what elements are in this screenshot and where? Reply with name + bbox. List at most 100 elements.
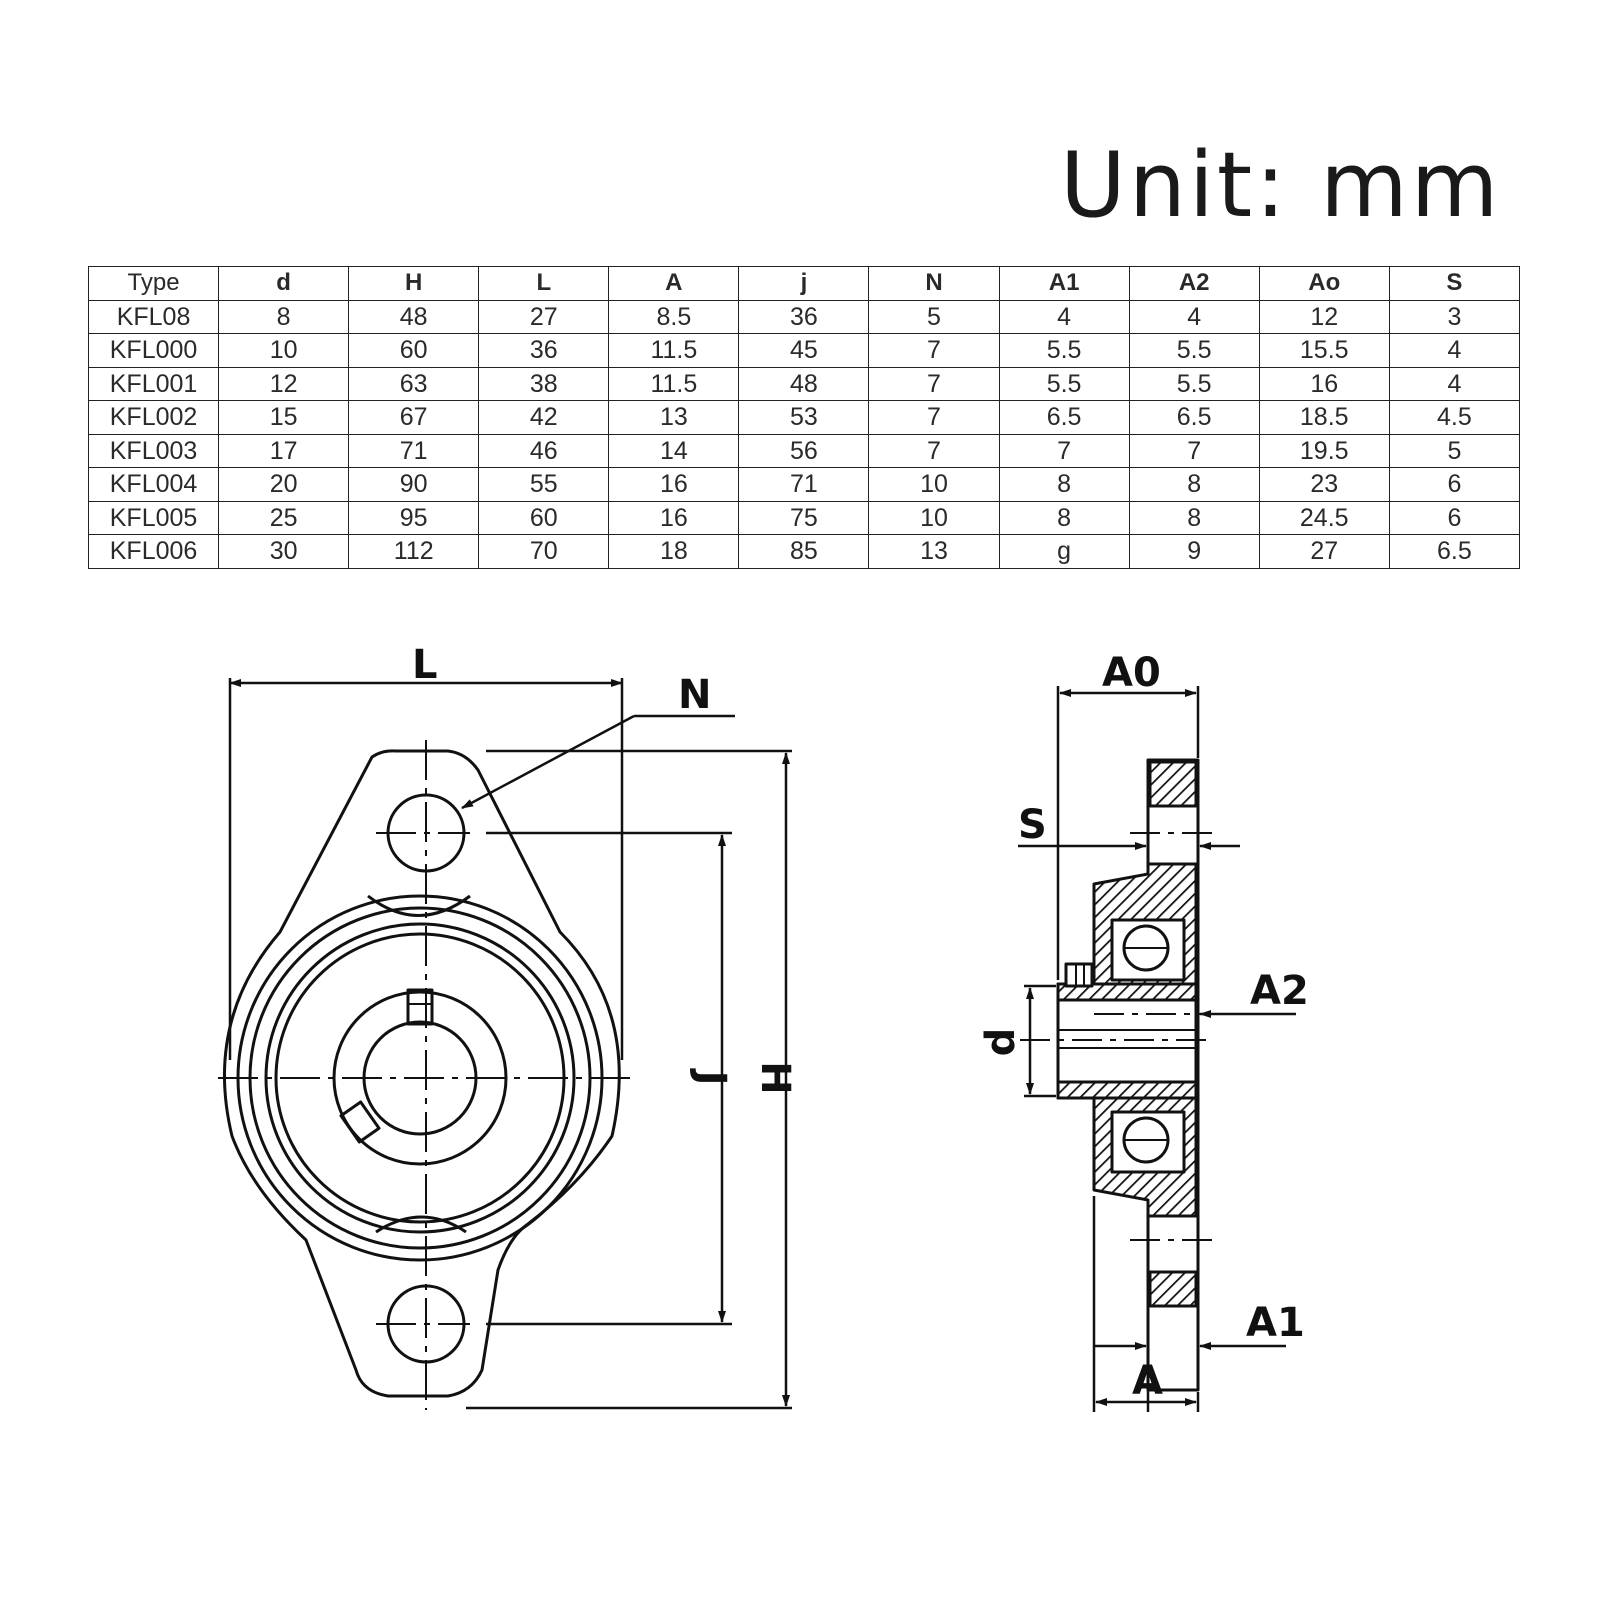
side-dimensions [1018,686,1296,1412]
label-a0: A0 [1102,650,1161,696]
table-cell: 112 [348,534,480,569]
table-cell: 4 [1128,299,1260,334]
cell-type: KFL003 [87,433,220,468]
front-dimensions [228,678,792,1410]
table-row: KFL002 15 67 42 13 53 7 6.5 6.5 18.5 4.5 [87,400,1521,435]
table-cell: 6.5 [998,400,1130,435]
table-cell: 36 [738,299,870,334]
table-cell: 11.5 [608,333,740,368]
side-set-screw [1064,962,1094,988]
table-cell: 8 [218,299,350,334]
table-cell: 9 [1128,534,1260,569]
side-view [1056,758,1200,1392]
set-screw-top [406,988,434,1026]
cell-type: KFL006 [87,534,220,569]
column-header-a2: A2 [1128,266,1260,301]
label-a2: A2 [1250,968,1309,1014]
table-cell: 30 [218,534,350,569]
table-cell: 7 [868,433,1000,468]
column-header-h: H [348,266,480,301]
table-cell: 71 [348,433,480,468]
table-cell: 8.5 [608,299,740,334]
table-cell: 11.5 [608,366,740,401]
column-header-type: Type [87,266,220,301]
dimension-table: Type d H L A j N A1 A2 Ao S KFL08 8 48 2… [87,266,1521,569]
table-cell: 13 [868,534,1000,569]
cell-type: KFL08 [87,299,220,334]
table-cell: 8 [998,467,1130,502]
table-cell: 45 [738,333,870,368]
front-view [223,749,621,1398]
table-cell: 18 [608,534,740,569]
table-cell: 16 [608,467,740,502]
table-cell: 27 [478,299,610,334]
table-row: KFL08 8 48 27 8.5 36 5 4 4 12 3 [87,299,1521,334]
table-cell: 12 [218,366,350,401]
table-cell: 27 [1258,534,1390,569]
unit-title: Unit: mm [1060,133,1502,238]
table-cell: 63 [348,366,480,401]
table-cell: 5.5 [1128,366,1260,401]
table-cell: 53 [738,400,870,435]
table-cell: 95 [348,500,480,535]
table-cell: 5.5 [998,366,1130,401]
label-n: N [678,672,711,718]
label-j: J [688,1068,734,1086]
table-cell: 6.5 [1388,534,1521,569]
table-cell: 16 [608,500,740,535]
table-cell: 12 [1258,299,1390,334]
table-cell: 7 [998,433,1130,468]
table-cell: 85 [738,534,870,569]
table-cell: 16 [1258,366,1390,401]
table-cell: 36 [478,333,610,368]
label-s: S [1018,802,1047,848]
label-a1: A1 [1246,1300,1305,1346]
table-cell: 15 [218,400,350,435]
table-cell: 60 [478,500,610,535]
label-l: L [412,642,438,688]
table-cell: 48 [348,299,480,334]
table-row: KFL006 30 112 70 18 85 13 g 9 27 6.5 [87,534,1521,569]
flange-hatch-top [1148,760,1198,808]
cell-type: KFL002 [87,400,220,435]
cell-type: KFL004 [87,467,220,502]
neck-notch-top [367,894,471,917]
table-cell: 5 [868,299,1000,334]
table-cell: 19.5 [1258,433,1390,468]
column-header-j: j [738,266,870,301]
set-screw-side [339,1100,381,1144]
table-cell: 48 [738,366,870,401]
column-header-s: S [1388,266,1521,301]
table-header-row: Type d H L A j N A1 A2 Ao S [87,266,1521,301]
table-cell: 15.5 [1258,333,1390,368]
label-a: A [1132,1358,1163,1404]
table-cell: 10 [868,467,1000,502]
table-cell: 42 [478,400,610,435]
side-center-lines [1020,832,1230,1241]
front-center-lines [218,740,636,1410]
label-d: d [978,1028,1024,1057]
flange-outline [223,749,621,1398]
table-cell: 17 [218,433,350,468]
label-h: H [752,1061,798,1094]
table-row: KFL000 10 60 36 11.5 45 7 5.5 5.5 15.5 4 [87,333,1521,368]
flange-hatch-bottom [1148,1270,1198,1308]
table-cell: 14 [608,433,740,468]
table-cell: 24.5 [1258,500,1390,535]
table-row: KFL005 25 95 60 16 75 10 8 8 24.5 6 [87,500,1521,535]
table-cell: 60 [348,333,480,368]
table-cell: 71 [738,467,870,502]
table-cell: 8 [1128,467,1260,502]
table-cell: 7 [868,333,1000,368]
table-cell: 75 [738,500,870,535]
table-cell: 13 [608,400,740,435]
table-cell: 10 [218,333,350,368]
table-cell: 10 [868,500,1000,535]
table-cell: 90 [348,467,480,502]
table-cell: 70 [478,534,610,569]
column-header-n: N [868,266,1000,301]
table-cell: 7 [868,400,1000,435]
table-cell: 56 [738,433,870,468]
table-cell: 5 [1388,433,1521,468]
